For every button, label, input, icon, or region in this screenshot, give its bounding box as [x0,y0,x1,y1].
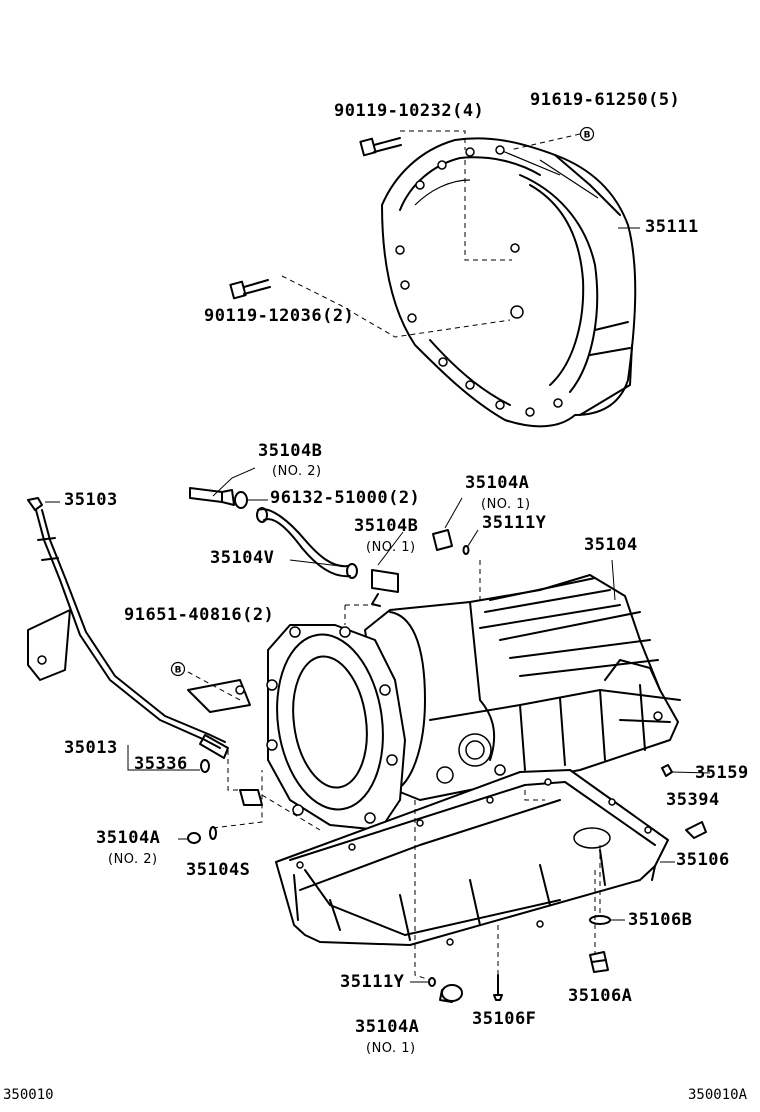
label-35104B-top: 35104B [258,441,323,461]
marker-b-mid-text: B [175,666,182,676]
label-35106B: 35106B [628,910,693,930]
label-35104V: 35104V [210,548,275,568]
label-no1-bottom: (NO. 1) [366,1041,416,1056]
plug-35104A-no2 [187,832,201,844]
label-no2-left: (NO. 2) [108,852,158,867]
label-35106A: 35106A [568,986,633,1006]
dipstick-tube-35013 [27,497,251,773]
bolt-90119-12036 [229,279,271,300]
footer-code-left: 350010 [3,1087,54,1103]
label-35104A-left: 35104A [96,828,161,848]
label-35104B-mid: 35104B [354,516,419,536]
label-35111: 35111 [645,217,699,237]
hose-35104V [256,507,358,579]
marker-b-top-text: B [584,131,591,141]
label-90119-12036: 90119-12036(2) [204,306,355,326]
label-35104A-top: 35104A [465,473,530,493]
label-35104S: 35104S [186,860,251,880]
gasket-35394 [685,821,707,839]
label-35104A-bottom: 35104A [355,1017,420,1037]
label-35013: 35013 [64,738,118,758]
o-ring-35111Y-bottom [428,977,436,987]
gasket-35106B [589,915,611,925]
bolt-35106F [493,974,503,1001]
label-96132-51000: 96132-51000(2) [270,488,421,508]
plug-35104A-no1-bottom [439,984,463,1003]
label-35394: 35394 [666,790,720,810]
marker-b-mid: B [170,661,186,677]
label-no1-a: (NO. 1) [481,497,531,512]
transmission-body-35104 [266,574,681,831]
o-ring-35111Y-top [462,545,470,555]
label-35111Y-top: 35111Y [482,513,547,533]
label-35106: 35106 [676,850,730,870]
label-91651-40816: 91651-40816(2) [124,605,275,625]
label-no1-b: (NO. 1) [366,540,416,555]
label-35111Y-bottom: 35111Y [340,972,405,992]
label-35336: 35336 [134,754,188,774]
label-90119-10232: 90119-10232(4) [334,101,485,121]
elbow-35104A-no1 [432,529,453,551]
plug-35106A [589,951,609,973]
union-35104B-no2 [189,487,248,509]
footer-code-right: 350010A [688,1087,748,1103]
union-35104B-no1 [371,569,399,607]
bolt-90119-10232 [359,137,402,157]
oil-pan-35106 [275,769,669,946]
label-no2-top: (NO. 2) [272,464,322,479]
label-91619-61250: 91619-61250(5) [530,90,681,110]
label-35103: 35103 [64,490,118,510]
label-35159: 35159 [695,763,749,783]
o-ring-35104S [209,826,217,840]
label-35104: 35104 [584,535,638,555]
transmission-case-35111 [381,137,637,428]
label-35106F: 35106F [472,1009,537,1029]
plug-35159 [661,764,673,777]
sleeve-part [239,789,263,806]
marker-b-top: B [579,126,595,142]
